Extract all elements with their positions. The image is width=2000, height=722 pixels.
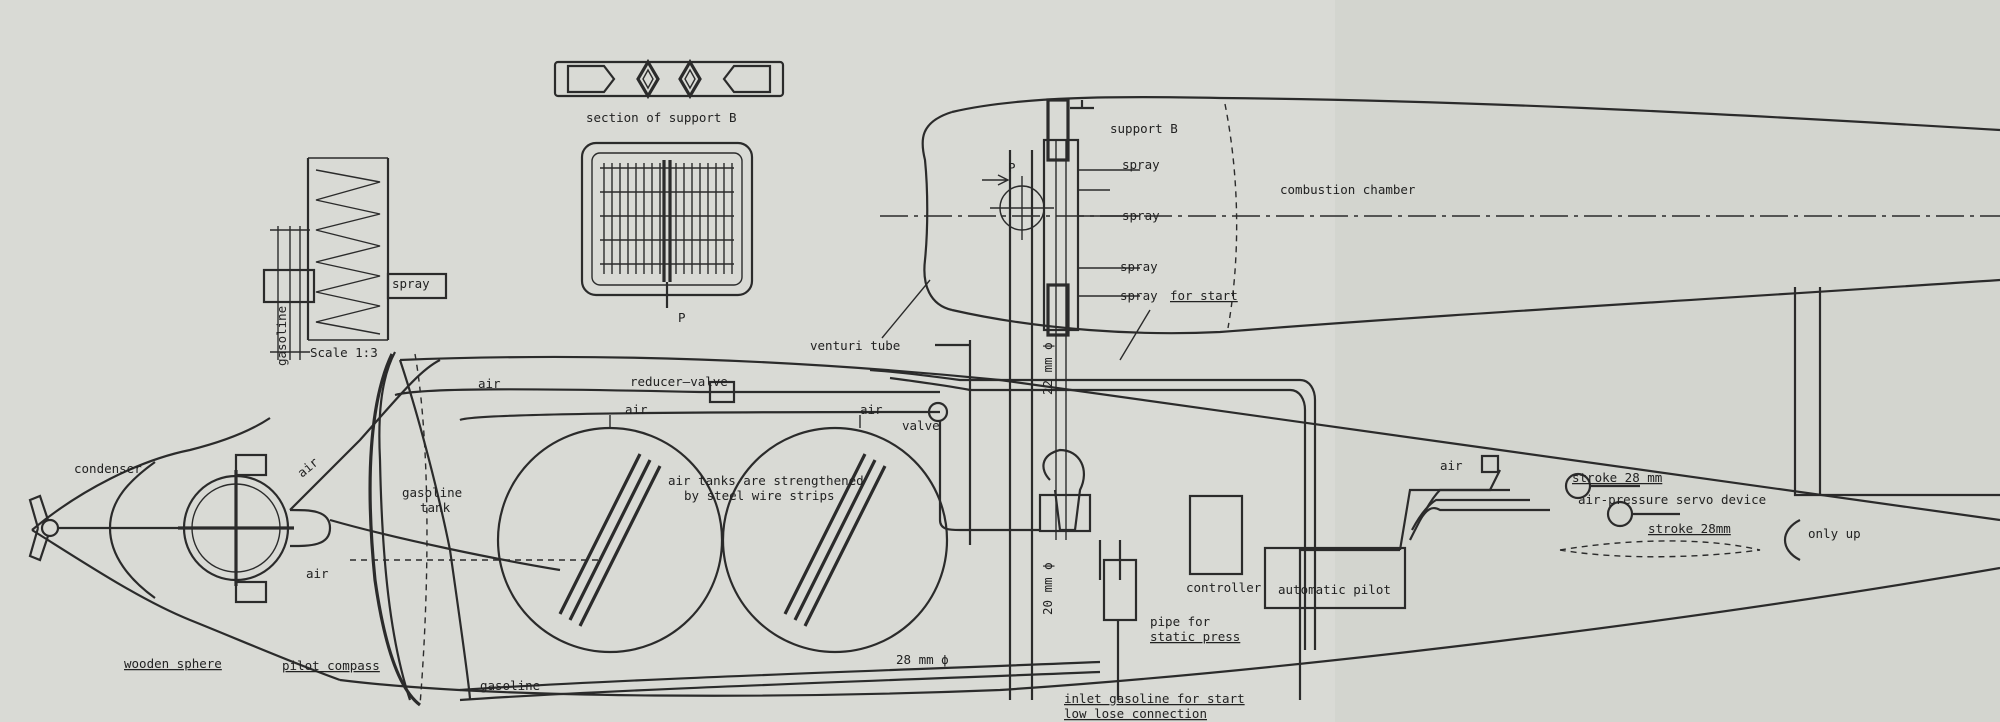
label-gasoline-line: gasoline — [480, 678, 540, 693]
label-pipe-static-1: pipe for — [1150, 614, 1211, 629]
label-automatic-pilot: automatic pilot — [1278, 582, 1391, 597]
label-pipe-static-2: static press — [1150, 629, 1240, 644]
piping — [394, 340, 1680, 702]
label-for-start: for start — [1170, 288, 1238, 303]
label-inlet-1: inlet gasoline for start — [1064, 691, 1245, 706]
label-venturi-tube: venturi tube — [810, 338, 900, 353]
label-air-top: air — [478, 376, 501, 391]
label-stroke-1: stroke 28 mm — [1572, 470, 1662, 485]
label-air-tanks-note-1: air tanks are strengthened — [668, 473, 864, 488]
label-air-servo: air — [1440, 458, 1463, 473]
control-units — [1188, 494, 1407, 610]
label-pipe-20mm: 20 mm ϕ — [1040, 562, 1055, 615]
labels: section of support B P P spray gasoline … — [74, 110, 1861, 721]
label-inlet-2: low lose connection — [1064, 706, 1207, 721]
label-only-up: only up — [1808, 526, 1861, 541]
label-p-lower: P — [678, 310, 686, 325]
label-pipe-22mm: 22 mm ϕ — [1040, 342, 1055, 395]
label-air-sphere-1: air — [294, 454, 321, 480]
label-wooden-sphere: wooden sphere — [124, 656, 222, 671]
label-reducer-valve: reducer–valve — [630, 374, 728, 389]
spray-nozzle-detail — [262, 157, 448, 360]
label-condenser: condenser — [74, 461, 142, 476]
label-support-b: support B — [1110, 121, 1178, 136]
label-spray-3: spray — [1120, 259, 1158, 274]
label-air-tanks-note-2: by steel wire strips — [684, 488, 835, 503]
label-p-upper: P — [1008, 160, 1016, 175]
label-air-mid-right: air — [860, 402, 883, 417]
label-gasoline-tank-1: gasoline — [402, 485, 462, 500]
support-b-strut — [881, 98, 1151, 700]
label-spray-4: spray — [1120, 288, 1158, 303]
label-gasoline-vertical: gasoline — [274, 306, 289, 366]
air-tanks — [496, 426, 949, 654]
spray-grid-detail — [580, 141, 754, 308]
label-scale: Scale 1:3 — [310, 345, 378, 360]
label-spray-1: spray — [1122, 157, 1160, 172]
label-stroke-2: stroke 28mm — [1648, 521, 1731, 536]
label-pipe-28mm: 28 mm ϕ — [896, 652, 949, 667]
label-air-mid-left: air — [625, 402, 648, 417]
label-combustion-chamber: combustion chamber — [1280, 182, 1416, 197]
label-pilot-compass: pilot compass — [282, 658, 380, 673]
paper-fold-shade — [1335, 0, 2000, 722]
nose-assembly — [28, 359, 441, 604]
label-section-support-b: section of support B — [586, 110, 737, 125]
label-spray-2: spray — [1122, 208, 1160, 223]
label-air-sphere-2: air — [306, 566, 329, 581]
label-gasoline-tank-2: tank — [420, 500, 451, 515]
label-servo-device: air-pressure servo device — [1578, 492, 1766, 507]
support-b-section — [553, 58, 785, 100]
label-controller: controller — [1186, 580, 1262, 595]
label-valve: valve — [902, 418, 940, 433]
elevator-surface — [1559, 519, 1801, 561]
label-spray-detail: spray — [392, 276, 430, 291]
